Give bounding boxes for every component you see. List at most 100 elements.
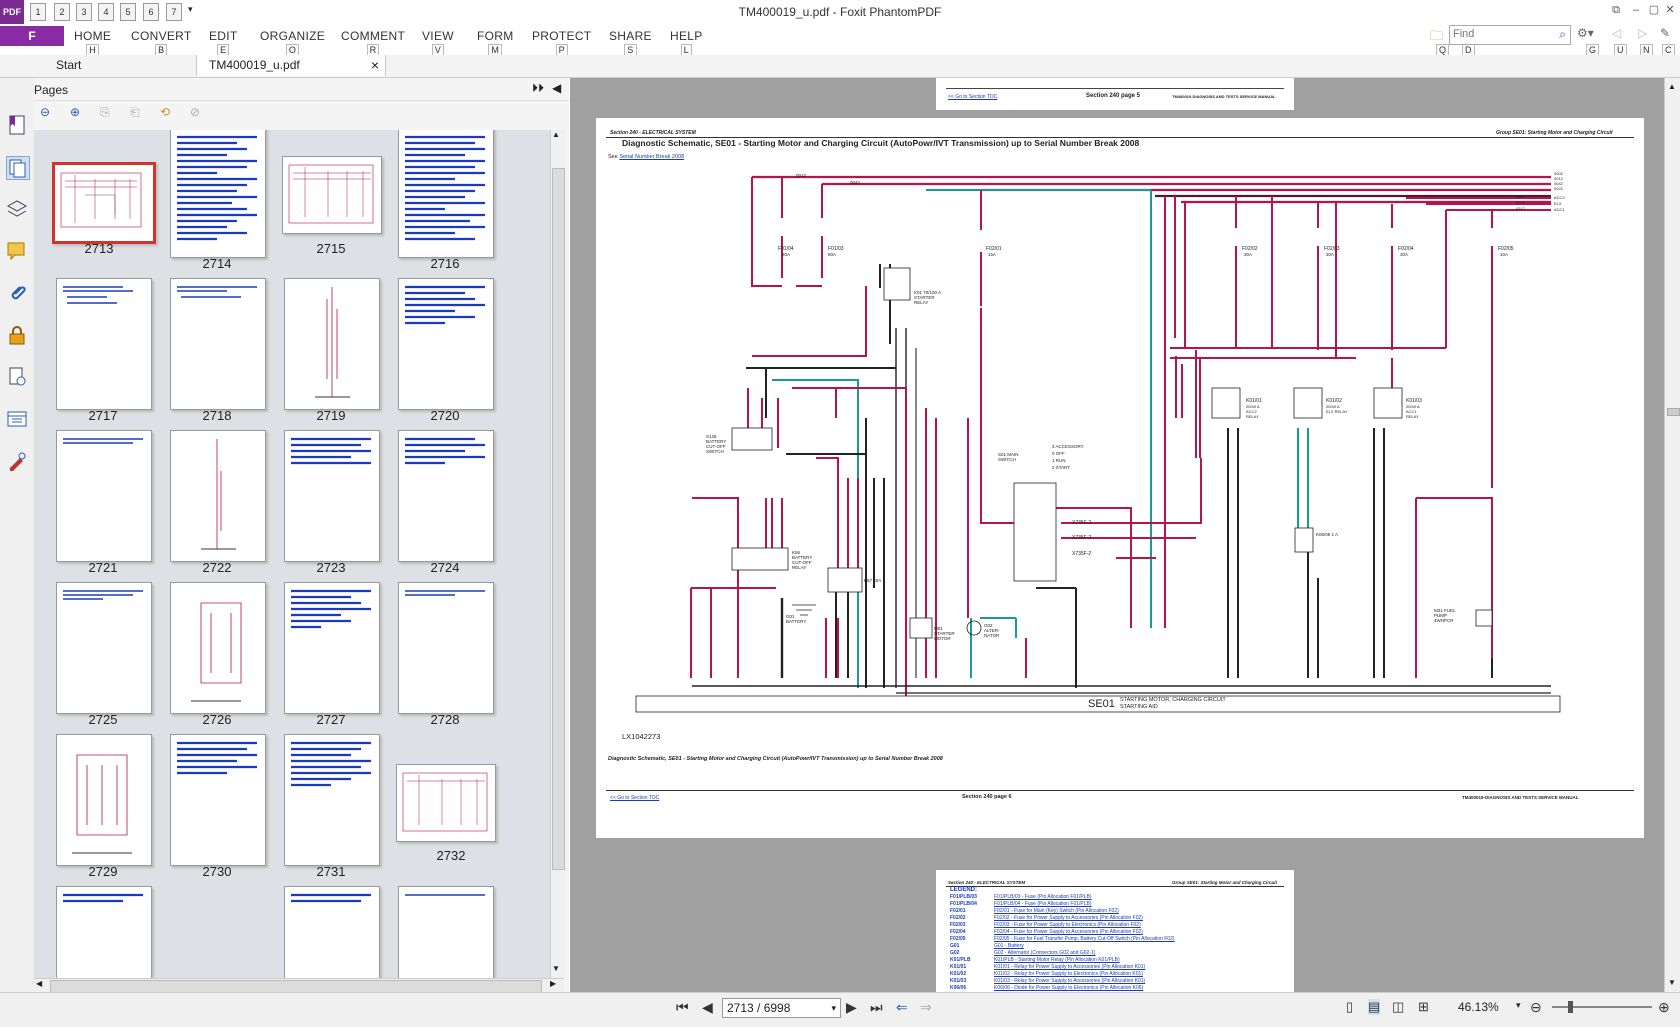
legend-link[interactable]: F02/04 - Fuse for Power Supply to Access… — [994, 929, 1143, 935]
replace-page-icon[interactable]: ⟲ — [160, 105, 171, 119]
quick-access-6[interactable]: 6 — [143, 3, 159, 21]
continuous-facing-icon[interactable]: ⊞ — [1418, 999, 1429, 1014]
find-box[interactable]: ⌕ — [1449, 25, 1571, 45]
scroll-up-icon[interactable]: ▲ — [1668, 82, 1676, 91]
chevron-down-icon[interactable]: ▾ — [831, 1003, 836, 1013]
thumbnail-2728[interactable] — [398, 582, 494, 714]
delete-page-icon[interactable]: ⊘ — [190, 105, 201, 119]
legend-link[interactable]: K01/01 - Relay for Power Supply to Acces… — [994, 964, 1146, 970]
back-arrow-icon[interactable]: ◁ — [1612, 26, 1622, 40]
thumbnail-2731[interactable] — [284, 734, 380, 866]
document-properties-icon[interactable] — [6, 366, 28, 388]
restore-ribbon-icon[interactable]: ⧉ — [1612, 4, 1620, 16]
quick-access-7[interactable]: 7 — [166, 3, 182, 21]
previous-view-icon[interactable]: ⇐ — [896, 999, 908, 1015]
thumbnail-2713[interactable] — [52, 162, 156, 244]
thumbnail-horizontal-scrollbar[interactable]: ◀ ▶ — [34, 978, 564, 993]
thumbnail-partial[interactable] — [56, 886, 152, 978]
thumbnail-2717[interactable] — [56, 278, 152, 410]
legend-link[interactable]: G01 - Battery — [994, 943, 1024, 949]
zoom-in-thumbnails-icon[interactable]: ⊕ — [70, 105, 81, 119]
zoom-out-thumbnails-icon[interactable]: ⊖ — [40, 105, 51, 119]
facing-pages-icon[interactable]: ◫ — [1392, 999, 1405, 1014]
first-page-icon[interactable]: ⏮ — [676, 999, 689, 1015]
thumbnail-partial[interactable] — [284, 886, 380, 978]
next-view-icon[interactable]: ⇒ — [920, 999, 932, 1015]
scroll-thumb[interactable] — [1667, 408, 1680, 416]
zoom-dropdown-icon[interactable]: ▾ — [1516, 1000, 1521, 1010]
thumbnail-2729[interactable] — [56, 734, 152, 866]
legend-link[interactable]: F02/05 - Fuse for Fuel Transfer Pump, Ba… — [994, 936, 1175, 942]
thumbnail-2730[interactable] — [170, 734, 266, 866]
previous-page-icon[interactable]: ◀ — [702, 999, 713, 1015]
thumbnail-2715[interactable] — [282, 156, 382, 234]
attachments-icon[interactable] — [6, 282, 28, 304]
thumbnail-2719[interactable] — [284, 278, 380, 410]
page-number-box[interactable]: 2713 / 6998 ▾ — [722, 998, 841, 1018]
last-page-icon[interactable]: ⏭ — [870, 999, 883, 1015]
minimize-icon[interactable]: – — [1632, 4, 1640, 16]
security-lock-icon[interactable] — [6, 324, 28, 346]
collapse-panel-icon[interactable]: ◀ — [552, 81, 562, 95]
zoom-out-icon[interactable]: ⊖ — [1530, 999, 1542, 1015]
scroll-thumb[interactable] — [552, 168, 565, 870]
single-page-icon[interactable]: ▯ — [1346, 999, 1354, 1014]
thumbnail-2726[interactable] — [170, 582, 266, 714]
zoom-slider-handle[interactable] — [1568, 1001, 1573, 1013]
quick-access-1[interactable]: 1 — [30, 3, 46, 21]
go-to-toc-link[interactable]: << Go to Section TOC — [610, 795, 660, 801]
forward-arrow-icon[interactable]: ▷ — [1638, 26, 1648, 40]
tab-start[interactable]: Start — [44, 55, 197, 76]
go-to-toc-link[interactable]: << Go to Section TOC — [948, 94, 998, 100]
thumbnail-2720[interactable] — [398, 278, 494, 410]
scroll-down-icon[interactable]: ▼ — [552, 964, 560, 973]
maximize-icon[interactable]: ▢ — [1648, 4, 1660, 16]
scroll-up-icon[interactable]: ▲ — [552, 130, 560, 139]
legend-link[interactable]: K01/PLB - Starting Motor Relay (Pin Allo… — [994, 957, 1120, 963]
tab-document[interactable]: TM400019_u.pdf × — [196, 55, 386, 76]
quick-access-4[interactable]: 4 — [98, 3, 114, 21]
bookmarks-icon[interactable] — [6, 114, 28, 136]
legend-link[interactable]: F02/03 - Fuse for Power Supply to Electr… — [994, 922, 1141, 928]
close-tab-icon[interactable]: × — [370, 57, 379, 73]
expand-panel-icon[interactable]: ⏵⏵ — [532, 81, 545, 95]
legend-link[interactable]: K06/06 - Diode for Power Supply to Elect… — [994, 985, 1144, 991]
thumbnail-2714[interactable] — [170, 130, 266, 258]
zoom-level[interactable]: 46.13% — [1458, 1000, 1499, 1014]
thumbnail-2725[interactable] — [56, 582, 152, 714]
legend-link[interactable]: F02/02 - Fuse for Power Supply to Access… — [994, 915, 1143, 921]
gear-icon[interactable]: ⚙▾ — [1577, 26, 1594, 40]
continuous-page-icon[interactable]: ▤ — [1368, 999, 1381, 1015]
thumbnail-2724[interactable] — [398, 430, 494, 562]
pages-panel-icon[interactable] — [6, 156, 30, 180]
thumbnail-2722[interactable] — [170, 430, 266, 562]
insert-page-icon[interactable]: ⎘ — [100, 105, 110, 119]
thumbnail-2716[interactable] — [398, 130, 494, 258]
legend-link[interactable]: K01/03 - Relay for Power Supply to Acces… — [994, 978, 1146, 984]
thumbnail-2718[interactable] — [170, 278, 266, 410]
legend-link[interactable]: G02 - Alternator (Connectors G02 and G02… — [994, 950, 1096, 956]
quick-access-5[interactable]: 5 — [120, 3, 136, 21]
quick-access-dropdown-icon[interactable]: ▾ — [188, 4, 193, 14]
extract-page-icon[interactable]: ⎗ — [130, 105, 140, 119]
quick-access-2[interactable]: 2 — [54, 3, 70, 21]
content-panel-icon[interactable] — [6, 408, 28, 430]
legend-link[interactable]: F01/PLB/04 - Fuse (Pin Allocation F01/PL… — [994, 901, 1092, 907]
serial-break-link[interactable]: Serial Number Break 2008 — [619, 154, 685, 160]
thumbnail-partial[interactable] — [398, 886, 494, 978]
comments-icon[interactable] — [6, 240, 28, 262]
attachment-icon[interactable]: ✎ — [1660, 26, 1671, 40]
find-folder-icon[interactable]: 🗀 — [1430, 28, 1444, 43]
legend-link[interactable]: F02/01 - Fuse for Main (Key) Switch (Pin… — [994, 908, 1119, 914]
zoom-in-icon[interactable]: ⊕ — [1658, 999, 1670, 1015]
legend-link[interactable]: K01/02 - Relay for Power Supply to Elect… — [994, 971, 1143, 977]
zoom-slider[interactable] — [1552, 1001, 1652, 1013]
